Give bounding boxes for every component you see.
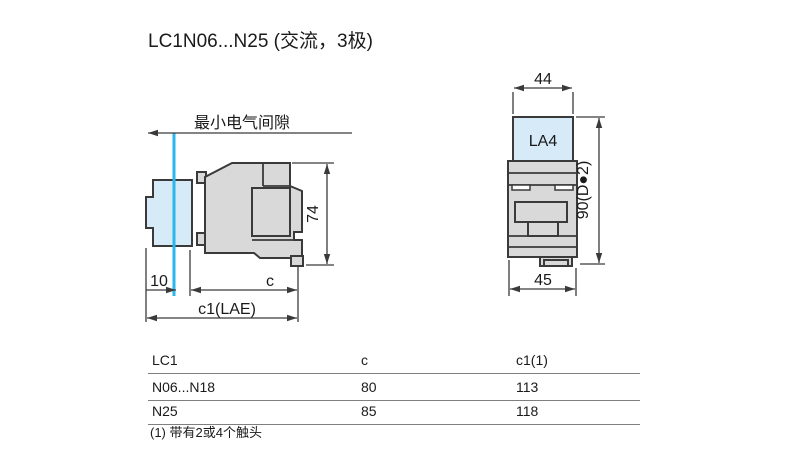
cell-model: N25 — [152, 403, 178, 419]
table-row: N06...N18 80 113 — [148, 374, 640, 401]
side-inner-block — [251, 187, 291, 237]
terminal-block — [145, 179, 193, 247]
front-foot-inner — [543, 259, 569, 267]
table-footnote: (1) 带有2或4个触头 — [150, 425, 262, 440]
col-header-c1: c1(1) — [516, 352, 548, 368]
page-title: LC1N06...N25 (交流，3极) — [148, 31, 373, 52]
dimensions-table: LC1 c c1(1) N06...N18 80 113 N25 85 118 — [148, 349, 640, 425]
dim-45-label: 45 — [534, 272, 552, 289]
la4-label: LA4 — [529, 133, 558, 150]
height-dimension-side: 74 — [292, 162, 334, 266]
width-dimensions-side: 10 c c1(LAE) — [145, 248, 299, 322]
dim-90-label: 90(D●2) — [575, 161, 592, 220]
front-notch-left — [511, 184, 531, 191]
cell-c: 85 — [361, 403, 377, 419]
side-view — [145, 133, 304, 296]
col-header-c: c — [361, 352, 368, 368]
dim-74-label: 74 — [305, 205, 322, 223]
dimension-diagrams: 最小电气间隙 74 10 c c1(LAE) 44 — [145, 71, 605, 322]
clearance-dimension: 最小电气间隙 — [148, 114, 352, 137]
dim-10-label: 10 — [150, 273, 168, 290]
dim-c1-label: c1(LAE) — [198, 301, 256, 318]
front-view: 44 LA4 45 90(D●2) — [507, 71, 605, 296]
cell-c1: 118 — [516, 403, 539, 419]
dim-44-label: 44 — [534, 71, 552, 88]
col-header-lc1: LC1 — [152, 352, 178, 368]
front-small-window — [527, 221, 559, 237]
dim-c-label: c — [266, 273, 274, 290]
cell-c: 80 — [361, 379, 377, 395]
cell-c1: 113 — [516, 379, 539, 395]
front-notch-right — [554, 184, 574, 191]
cell-model: N06...N18 — [152, 379, 216, 395]
table-header-row: LC1 c c1(1) — [148, 349, 640, 374]
front-label-window — [514, 201, 568, 223]
clearance-label: 最小电气间隙 — [194, 114, 290, 132]
side-foot — [290, 255, 304, 267]
table-row: N25 85 118 — [148, 401, 640, 425]
